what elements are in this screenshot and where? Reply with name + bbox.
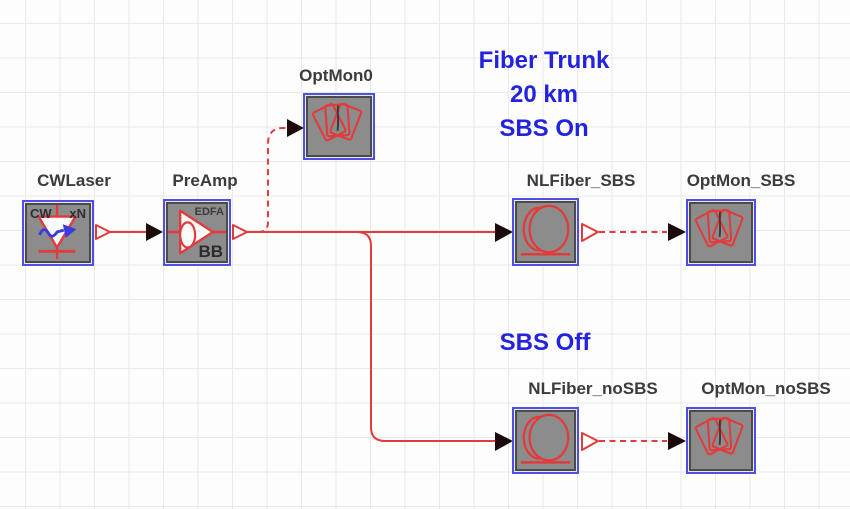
monitor-fan-icon	[694, 416, 744, 456]
wire-preamp-nlfiber-sbs[interactable]	[246, 223, 513, 242]
annotation-line: Fiber Trunk	[478, 47, 610, 74]
output-port-cwlaser[interactable]	[95, 224, 111, 240]
wire-nlfiber-sbs-optmon-sbs[interactable]	[599, 223, 686, 241]
output-port-nlfiber-sbs[interactable]	[581, 223, 599, 242]
input-arrow-icon	[668, 223, 686, 241]
input-arrow-icon	[287, 119, 304, 137]
monitor-fan-icon	[694, 208, 744, 248]
laser-diode-icon	[37, 205, 77, 260]
wire-nlfiber-nosbs-optmon-nosbs[interactable]	[599, 432, 686, 450]
fiber-coil-icon	[520, 413, 571, 464]
wire-cwlaser-preamp[interactable]	[110, 223, 163, 241]
input-arrow-icon	[668, 432, 686, 450]
wire-tap-optmon0[interactable]	[257, 119, 304, 233]
annotation-line: 20 km	[509, 81, 579, 108]
annotation-fiber-trunk[interactable]: Fiber Trunk 20 km SBS On	[479, 44, 610, 146]
label-optmon0: OptMon0	[299, 66, 373, 85]
fiber-coil-icon	[520, 204, 571, 256]
component-nlfiber-nosbs[interactable]	[512, 407, 579, 474]
wire-branch-nlfiber-nosbs[interactable]	[356, 231, 513, 451]
component-optmon-nosbs[interactable]	[686, 407, 756, 474]
label-preamp: PreAmp	[172, 171, 238, 190]
annotation-sbs-off[interactable]: SBS Off	[499, 329, 591, 356]
output-port-nlfiber-nosbs[interactable]	[581, 432, 599, 451]
input-arrow-icon	[495, 432, 513, 451]
label-nlfiber-sbs: NLFiber_SBS	[526, 171, 636, 190]
wire-segment	[257, 127, 289, 233]
label-cwlaser: CWLaser	[37, 171, 111, 190]
edfa-amplifier-icon	[168, 209, 226, 255]
amp-badge-edfa: EDFA	[194, 206, 224, 218]
annotation-line: SBS On	[499, 115, 589, 142]
component-cwlaser[interactable]: CW xN	[22, 200, 94, 266]
label-nlfiber-nosbs: NLFiber_noSBS	[528, 379, 658, 398]
input-arrow-icon	[495, 223, 513, 242]
label-optmon-sbs: OptMon_SBS	[686, 171, 796, 190]
component-preamp[interactable]: EDFA BB	[163, 199, 231, 266]
component-nlfiber-sbs[interactable]	[512, 198, 579, 266]
label-optmon-nosbs: OptMon_noSBS	[701, 379, 831, 398]
output-port-preamp[interactable]	[232, 224, 248, 240]
laser-badge-cw: CW	[30, 206, 52, 221]
component-optmon0[interactable]	[303, 93, 375, 160]
component-optmon-sbs[interactable]	[686, 199, 756, 266]
input-arrow-icon	[146, 223, 163, 241]
amp-badge-bb: BB	[198, 242, 223, 261]
monitor-fan-icon	[311, 102, 363, 142]
wire-segment	[356, 231, 499, 442]
laser-badge-xn: xN	[69, 206, 86, 221]
